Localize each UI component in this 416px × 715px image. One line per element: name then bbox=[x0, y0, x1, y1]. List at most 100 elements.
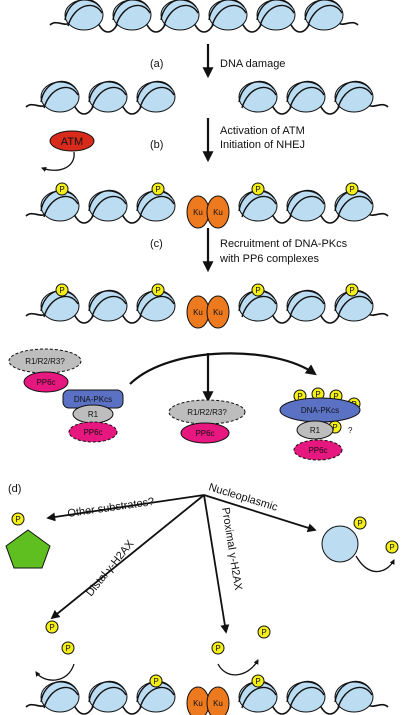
phosphate-label: P bbox=[153, 677, 158, 686]
nucleosome bbox=[286, 289, 326, 322]
phosphate-group: P bbox=[257, 625, 271, 639]
dna-tail bbox=[367, 312, 389, 317]
substrate-arrows bbox=[46, 494, 317, 634]
nucleosome bbox=[40, 189, 80, 222]
dna-linker bbox=[319, 313, 341, 324]
nucleosome bbox=[160, 0, 200, 31]
dna-tail bbox=[49, 21, 71, 26]
dna-linker bbox=[193, 22, 215, 33]
phospho-layer: PPPPPPPPPPPPPPPPPPPPPP bbox=[11, 182, 399, 688]
label-distal-h2ax: Distal γ-H2AX bbox=[84, 538, 137, 599]
pp6c-ellipse-top bbox=[23, 371, 69, 393]
nucleosome bbox=[40, 680, 80, 713]
dna-tail bbox=[367, 703, 389, 708]
dna-linker bbox=[319, 104, 341, 115]
ku-subunit bbox=[206, 295, 230, 329]
dna-linker bbox=[271, 704, 293, 715]
phosphate-label: P bbox=[255, 677, 260, 686]
pp6c-ellipse-bottom bbox=[68, 421, 118, 443]
dna-tail bbox=[25, 103, 47, 108]
distal-release-arrow bbox=[35, 663, 75, 681]
nucleosome bbox=[88, 80, 128, 113]
dna-linker bbox=[73, 313, 95, 324]
dna-linker bbox=[271, 104, 293, 115]
dna-tail bbox=[25, 312, 47, 317]
dna-tail bbox=[337, 21, 359, 26]
pp6c-label-right: PP6c bbox=[308, 446, 327, 455]
nucleosome bbox=[334, 680, 374, 713]
dna-tail bbox=[25, 703, 47, 708]
uncertain-phospho-mark: ? bbox=[348, 426, 353, 435]
dna-linker bbox=[241, 22, 263, 33]
dna-linker bbox=[121, 313, 143, 324]
phosphate-group: P bbox=[151, 182, 165, 196]
dna-linker bbox=[121, 213, 143, 224]
nucleosome bbox=[256, 0, 296, 31]
nucleosome bbox=[238, 80, 278, 113]
phosphate-label: P bbox=[297, 392, 302, 401]
phosphate-label: P bbox=[155, 185, 160, 194]
phosphate-group: P bbox=[385, 540, 399, 554]
step-label-b: (b) bbox=[150, 139, 163, 151]
pp6c-ellipse-right bbox=[293, 439, 343, 461]
atm-ellipse bbox=[49, 130, 95, 152]
phosphate-group: P bbox=[151, 283, 165, 297]
phosphate-group: P bbox=[251, 674, 265, 688]
nucleosome bbox=[88, 189, 128, 222]
chromatin-row-ku bbox=[25, 189, 389, 224]
dna-tail bbox=[25, 212, 47, 217]
phosphate-label: P bbox=[215, 644, 220, 653]
phosphate-label: P bbox=[332, 423, 337, 432]
activation-caption-line1: Activation of ATM bbox=[220, 125, 305, 137]
nucleoplasmic-histone bbox=[321, 525, 359, 563]
phosphate-group: P bbox=[61, 641, 75, 655]
dna-linker bbox=[121, 704, 143, 715]
dnapkcs-label-left: DNA-PKcs bbox=[74, 395, 112, 404]
r1r2r3-label-mid: R1/R2/R3? bbox=[187, 408, 227, 417]
step-label-d: (d) bbox=[8, 483, 21, 495]
recruitment-caption-line1: Recruitment of DNA-PKcs bbox=[220, 238, 348, 250]
nucleosome bbox=[208, 0, 248, 31]
phosphate-group: P bbox=[11, 512, 25, 526]
phosphate-label: P bbox=[65, 644, 70, 653]
label-nucleoplasmic: Nucleoplasmic bbox=[207, 481, 279, 514]
ku-label: Ku bbox=[213, 208, 223, 217]
ku-label: Ku bbox=[213, 308, 223, 317]
phosphate-group: P bbox=[251, 182, 265, 196]
ku-subunit bbox=[206, 686, 230, 715]
ku-label: Ku bbox=[193, 208, 203, 217]
phosphorylated-dnapkcs-complex: DNA-PKcs R1 PP6c ? bbox=[279, 397, 361, 461]
dna-linker bbox=[121, 104, 143, 115]
dna-tail bbox=[367, 212, 389, 217]
phosphate-label: P bbox=[255, 286, 260, 295]
phosphate-label: P bbox=[357, 519, 362, 528]
atm-label: ATM bbox=[61, 136, 83, 148]
dna-damage-caption: DNA damage bbox=[220, 58, 285, 70]
phosphate-group: P bbox=[45, 620, 59, 634]
dna-linker bbox=[97, 22, 119, 33]
phosphate-group: P bbox=[211, 641, 225, 655]
nucleosome bbox=[238, 680, 278, 713]
dissociation-arrows bbox=[129, 352, 317, 403]
curve-arrow bbox=[129, 352, 317, 385]
pp6c-ellipse-mid bbox=[180, 422, 230, 444]
nucleosome bbox=[88, 680, 128, 713]
pp6-complex-pool: R1/R2/R3? PP6c DNA-PKcs R1 PP6c bbox=[8, 348, 124, 443]
dna-linker bbox=[289, 22, 311, 33]
pp6c-label-top: PP6c bbox=[36, 378, 55, 387]
arrow-proximal bbox=[203, 494, 230, 634]
chromatin-row-broken bbox=[25, 80, 389, 115]
atm-kinase: ATM bbox=[41, 130, 95, 172]
phosphate-label: P bbox=[315, 390, 320, 399]
activation-caption-line2: Initiation of NHEJ bbox=[220, 139, 305, 151]
phosphate-label: P bbox=[333, 392, 338, 401]
released-pp6-complex: R1/R2/R3? PP6c bbox=[168, 399, 246, 444]
r1-label-right: R1 bbox=[310, 426, 321, 435]
phosphate-label: P bbox=[389, 543, 394, 552]
dna-linker bbox=[73, 213, 95, 224]
other-substrate-pentagon bbox=[5, 529, 51, 569]
dna-linker bbox=[319, 213, 341, 224]
